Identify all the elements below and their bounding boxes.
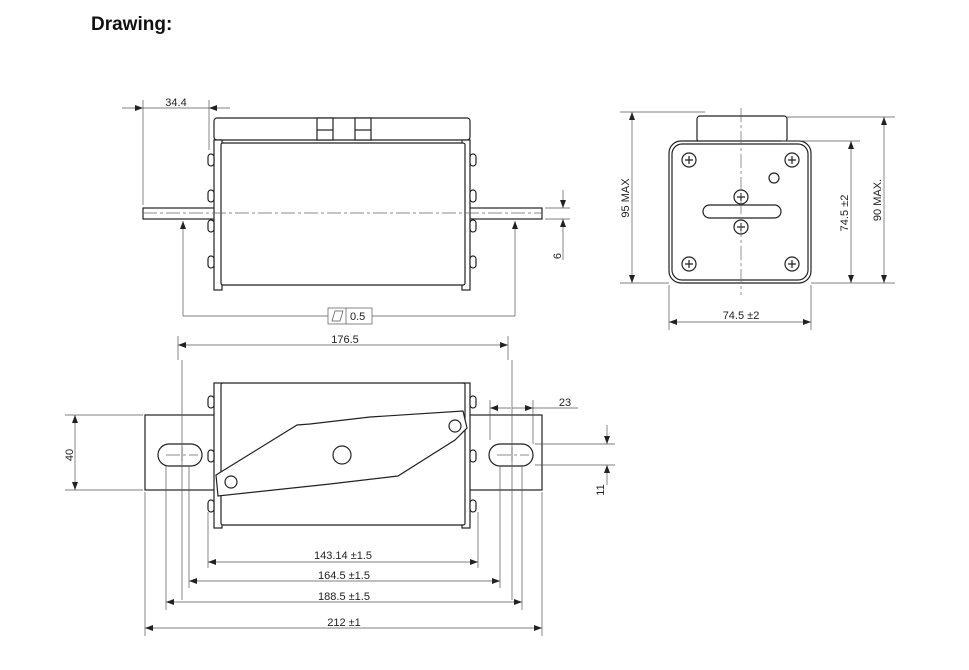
dim-slot-offset: 23 xyxy=(559,397,571,409)
indicator-left xyxy=(316,117,334,141)
dim-body-height: 74.5 ±2 xyxy=(839,195,851,232)
indicator-hole xyxy=(332,445,352,465)
screw-icon xyxy=(448,419,462,433)
bolt-heads xyxy=(207,395,477,513)
dim-terminal-offset: 34.4 xyxy=(165,97,186,109)
dim-plate-width: 40 xyxy=(64,449,76,461)
side-view: 34.4 6 0.5 176.5 xyxy=(122,97,570,360)
dim-terminal-thickness: 6 xyxy=(552,253,564,259)
dim-height-max-2: 90 MAX. xyxy=(872,179,884,221)
dim-body-width: 74.5 ±2 xyxy=(723,310,760,322)
dim-212: 212 ±1 xyxy=(327,617,361,629)
indicator-right xyxy=(354,117,372,141)
bolt-heads xyxy=(207,153,477,269)
dim-overall-ref: 176.5 xyxy=(331,334,359,346)
dim-slot-width: 11 xyxy=(595,484,607,495)
fuse-body xyxy=(220,142,466,286)
dim-flatness: 0.5 xyxy=(350,311,365,323)
flatness-icon xyxy=(331,310,344,322)
screw-icon xyxy=(224,475,238,489)
drawing-title: Drawing: xyxy=(91,14,173,35)
dim-height-max: 95 MAX xyxy=(620,178,632,218)
top-cap xyxy=(696,115,788,143)
dim-143: 143.14 ±1.5 xyxy=(314,550,372,562)
top-rail xyxy=(213,117,471,141)
top-view: 40 23 11 143.14 ±1.5 164.5 ±1.5 188.5 ±1… xyxy=(64,360,615,636)
indicator-hole xyxy=(768,172,780,184)
dim-188: 188.5 ±1.5 xyxy=(318,591,370,603)
dim-164: 164.5 ±1.5 xyxy=(318,570,370,582)
flatness-frame xyxy=(327,307,373,325)
slot xyxy=(702,204,782,219)
end-view: 95 MAX 74.5 ±2 90 MAX. 74.5 ±2 xyxy=(620,108,895,330)
fuse-link-plate xyxy=(215,410,468,497)
